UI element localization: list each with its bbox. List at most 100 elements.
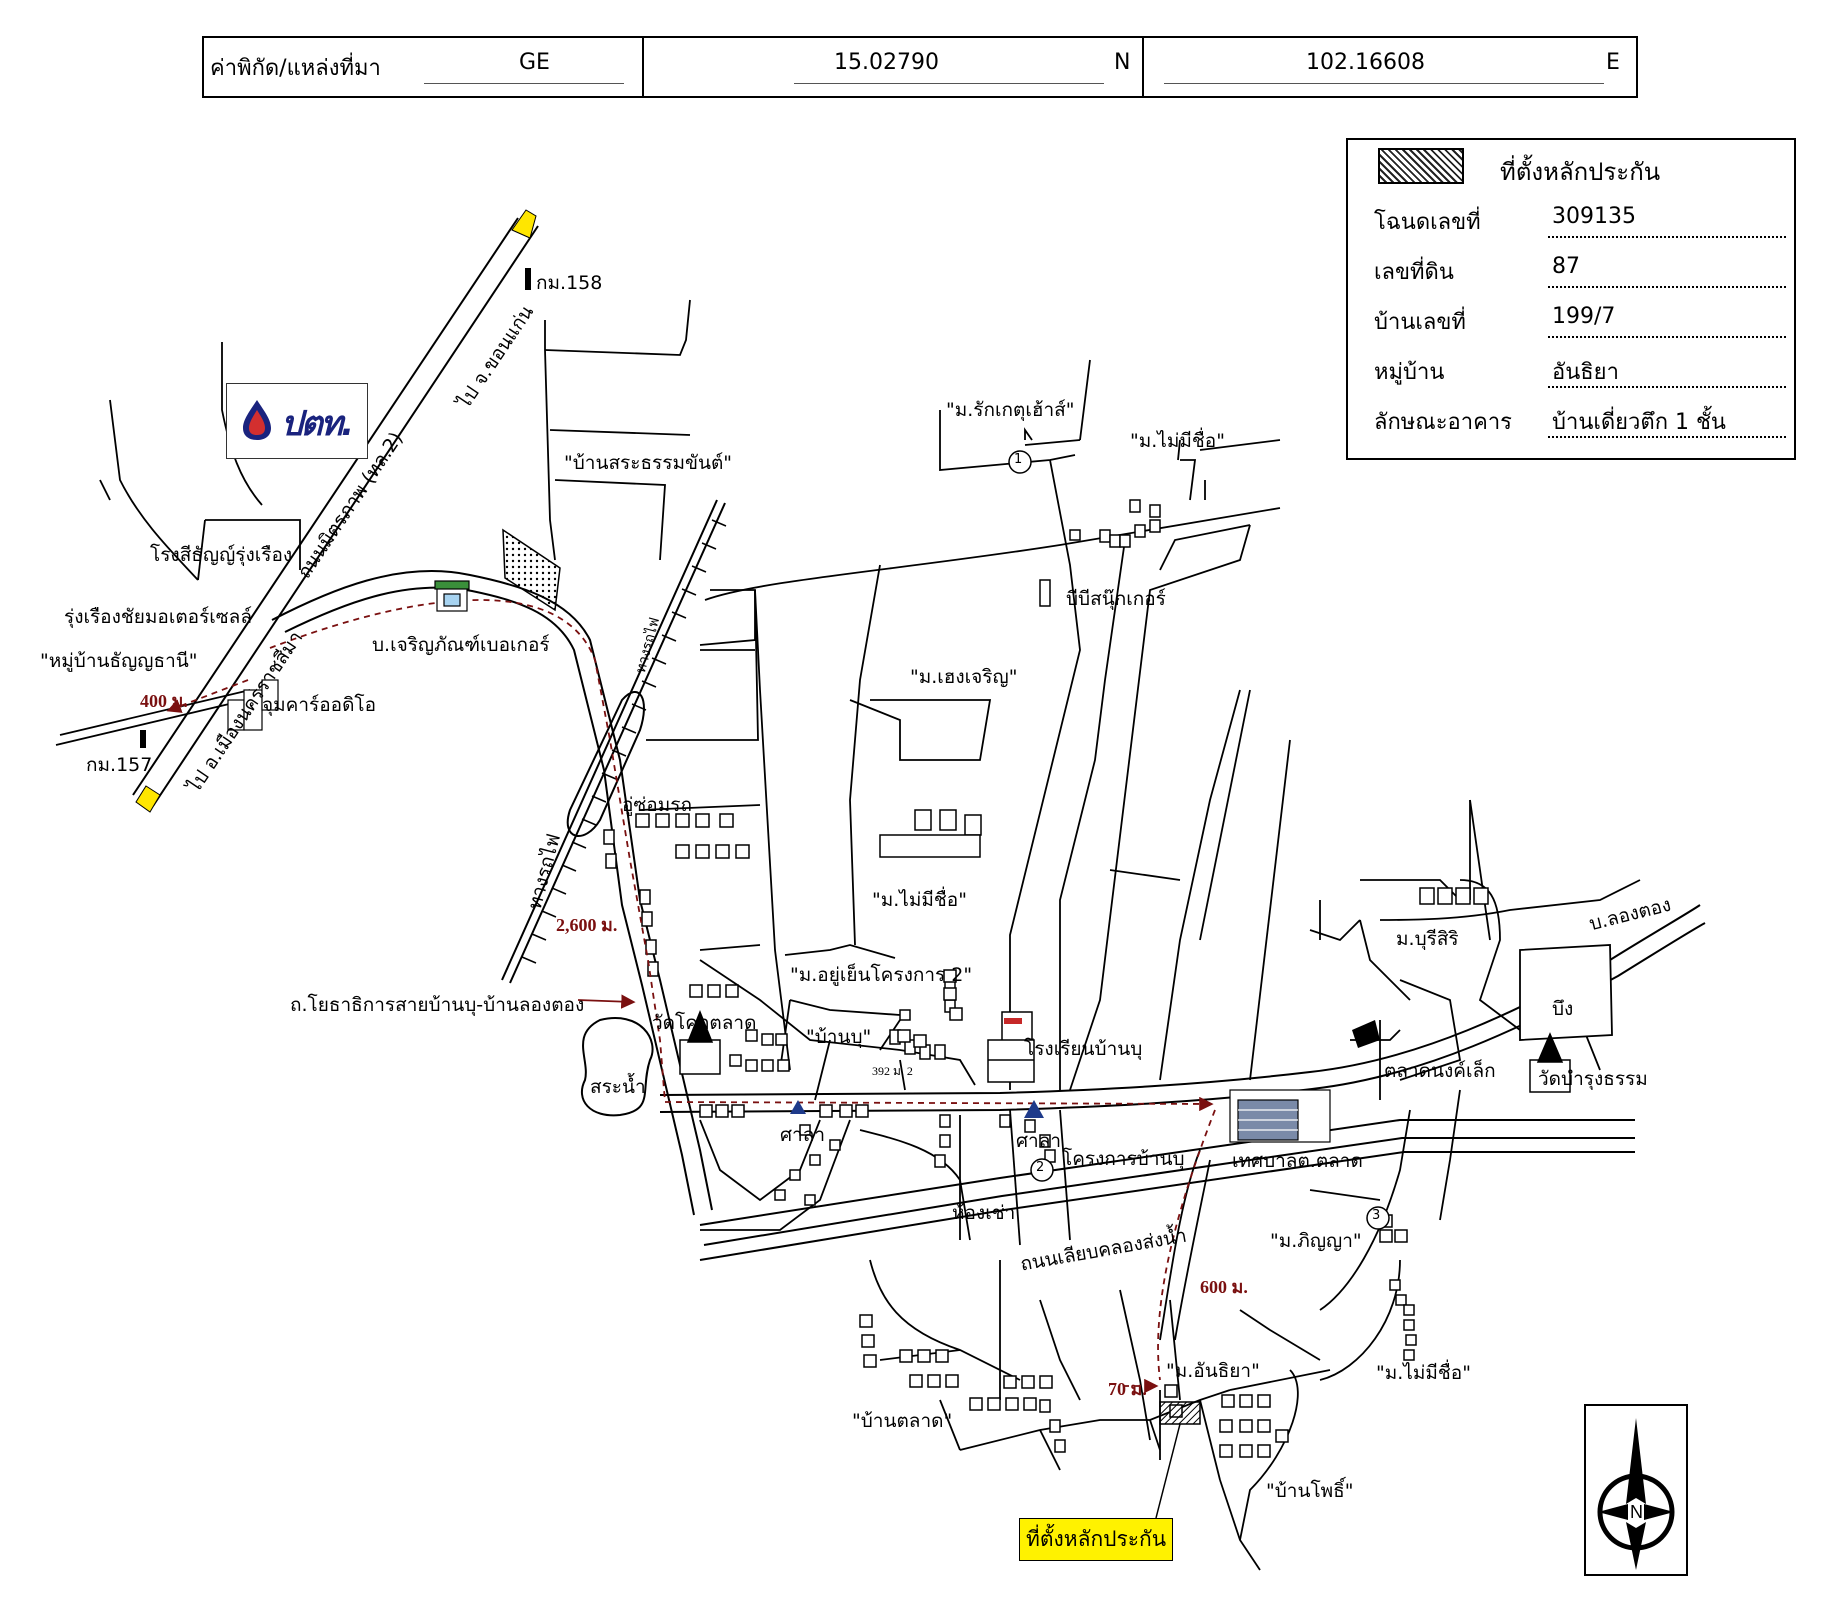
legend-row-deed: โฉนดเลขที่ 309135	[1374, 194, 1794, 242]
label-rakket: "ม.รักเกตุเฮ้าส์"	[946, 399, 1075, 421]
coord-lat: 15.02790	[834, 50, 939, 75]
school-icon	[987, 1011, 1035, 1083]
label-km157: กม.157	[86, 754, 153, 776]
legend-value: บ้านเดี่ยวตึก 1 ชั้น	[1552, 410, 1726, 435]
label-wat-khok: วัดโคกตลาด	[652, 1012, 757, 1034]
legend-label: โฉนดเลขที่	[1374, 210, 1481, 235]
label-burisiri: ม.บุรีสิริ	[1396, 928, 1459, 950]
highway-end-arrows	[135, 209, 537, 813]
label-nonamed-3: "ม.ไม่มีชื่อ"	[1376, 1362, 1471, 1384]
shop-icon	[434, 580, 470, 612]
label-bakery: บ.เจริญภัณฑ์เบอเกอร์	[372, 634, 550, 656]
coord-source: GE	[519, 50, 550, 75]
coord-lon-dir: E	[1606, 50, 1620, 75]
ptt-drop-icon	[243, 400, 271, 440]
local-roads	[55, 299, 1641, 1571]
legend-label: เลขที่ดิน	[1374, 260, 1454, 285]
legend-row-house-no: บ้านเลขที่ 199/7	[1374, 294, 1794, 342]
road-name-arrow	[577, 994, 636, 1009]
bueng-block	[1519, 944, 1613, 1041]
label-rice-mill: โรงสีธัญญ์รุ่งเรือง	[150, 544, 293, 566]
coord-lat-cell: 15.02790 N	[644, 38, 1144, 96]
label-pond: สระน้ำ	[590, 1076, 646, 1098]
sala-icon	[790, 1100, 1044, 1118]
pond	[580, 1017, 654, 1117]
collateral-site	[1159, 1401, 1201, 1425]
label-wat-bamrung: วัดบำรุงธรรม	[1538, 1068, 1648, 1090]
ptt-logo-text: ปตท.	[281, 404, 354, 444]
label-panya: "ม.ภิญญา"	[1270, 1230, 1362, 1252]
label-rooms: ห้องเช่า	[952, 1202, 1016, 1224]
car-audio-icon	[227, 679, 279, 731]
label-thanyathanee: "หมู่บ้านธัญญธานี"	[40, 650, 198, 672]
label-road-name: ถ.โยธาธิการสายบ้านบุ-บ้านลองตอง	[290, 994, 585, 1016]
coord-lon-cell: 102.16608 E	[1144, 38, 1636, 96]
label-dist-400: 400 ม.	[140, 691, 188, 711]
label-ban-pho: "บ้านโพธิ์"	[1266, 1480, 1354, 1502]
label-sasamkhan: "บ้านสระธรรมขันต์"	[564, 452, 733, 474]
black-building	[1352, 1020, 1380, 1048]
label-car-audio: จุมคาร์ออดิโอ	[262, 694, 377, 716]
label-km158: กม.158	[536, 272, 603, 294]
north-compass: N	[1584, 1404, 1688, 1576]
hatch-swatch-icon	[1378, 148, 1464, 184]
marker-pointer	[1155, 1423, 1181, 1519]
label-num-1: 1	[1014, 452, 1023, 467]
label-ban-talat: "บ้านตลาด"	[852, 1410, 953, 1432]
collateral-marker-label: ที่ตั้งหลักประกัน	[1019, 1518, 1174, 1561]
legend-label: บ้านเลขที่	[1374, 310, 1466, 335]
coord-underline	[424, 83, 624, 84]
numbered-markers	[1008, 450, 1390, 1230]
legend-value: 309135	[1552, 204, 1636, 229]
coord-lon: 102.16608	[1306, 50, 1425, 75]
dotted-area	[502, 528, 561, 612]
label-municipality: เทศบาลต.ตลาด	[1232, 1150, 1363, 1172]
label-nonamed-1: "ม.ไม่มีชื่อ"	[1130, 430, 1225, 452]
label-nonamed-2: "ม.ไม่มีชื่อ"	[872, 889, 967, 911]
coord-underline	[794, 83, 1104, 84]
label-market-nongkhae: ตลาดนงค์เล็ก	[1384, 1060, 1496, 1082]
legend-box: ที่ตั้งหลักประกัน โฉนดเลขที่ 309135 เลขท…	[1346, 138, 1796, 460]
label-dist-70: 70 ม.	[1108, 1379, 1147, 1399]
legend-label: ลักษณะอาคาร	[1374, 410, 1512, 435]
label-ban-bu: "บ้านบุ"	[806, 1026, 872, 1048]
legend-row-village: หมู่บ้าน อันธิยา	[1374, 344, 1794, 392]
coordinate-bar: ค่าพิกัด/แหล่งที่มา GE 15.02790 N 102.16…	[202, 36, 1638, 98]
label-school: โรงเรียนบ้านบุ	[1024, 1038, 1143, 1060]
label-sala-1: ศาลา	[780, 1124, 826, 1146]
km-post-icon	[140, 268, 531, 748]
legend-value: 199/7	[1552, 304, 1616, 329]
coord-label: ค่าพิกัด/แหล่งที่มา	[210, 56, 381, 81]
municipality-icon	[1229, 1089, 1331, 1143]
highway-mittraphap	[132, 217, 539, 807]
houses	[603, 499, 1489, 1458]
label-garage: อู่ซ่อมรถ	[622, 794, 692, 816]
coord-lat-dir: N	[1114, 50, 1131, 75]
label-dist-600: 600 ม.	[1200, 1277, 1248, 1297]
label-anthiya: "ม.อันธิยา"	[1166, 1360, 1260, 1382]
legend-value: อันธิยา	[1552, 360, 1619, 385]
label-bb-snooker: บีบีสนุ๊กเกอร์	[1066, 588, 1166, 610]
legend-title: ที่ตั้งหลักประกัน	[1500, 158, 1661, 186]
label-house-392: 392 ม. 2	[872, 1064, 913, 1078]
temple-icon	[679, 1009, 1571, 1093]
label-motor-sale: รุ่งเรืองชัยมอเตอร์เซลล์	[64, 606, 252, 628]
label-hengcharoen: "ม.เฮงเจริญ"	[910, 666, 1018, 688]
coord-underline	[1164, 83, 1604, 84]
legend-label: หมู่บ้าน	[1374, 360, 1445, 385]
label-num-2: 2	[1036, 1160, 1045, 1175]
label-project-banbu: โครงการบ้านบุ	[1062, 1148, 1185, 1170]
main-roads	[271, 570, 1706, 1261]
legend-value: 87	[1552, 254, 1580, 279]
label-bueng: บึง	[1552, 998, 1574, 1020]
railway	[501, 499, 727, 984]
compass-north-label: N	[1630, 1502, 1643, 1522]
legend-row-land-no: เลขที่ดิน 87	[1374, 244, 1794, 292]
label-dist-2600: 2,600 ม.	[556, 915, 618, 935]
compass-icon	[1597, 1418, 1675, 1570]
label-num-3: 3	[1372, 1208, 1381, 1223]
ptt-logo: ปตท.	[226, 383, 368, 459]
legend-row-building-type: ลักษณะอาคาร บ้านเดี่ยวตึก 1 ชั้น	[1374, 394, 1794, 442]
label-sala-2: ศาลา	[1016, 1130, 1062, 1152]
